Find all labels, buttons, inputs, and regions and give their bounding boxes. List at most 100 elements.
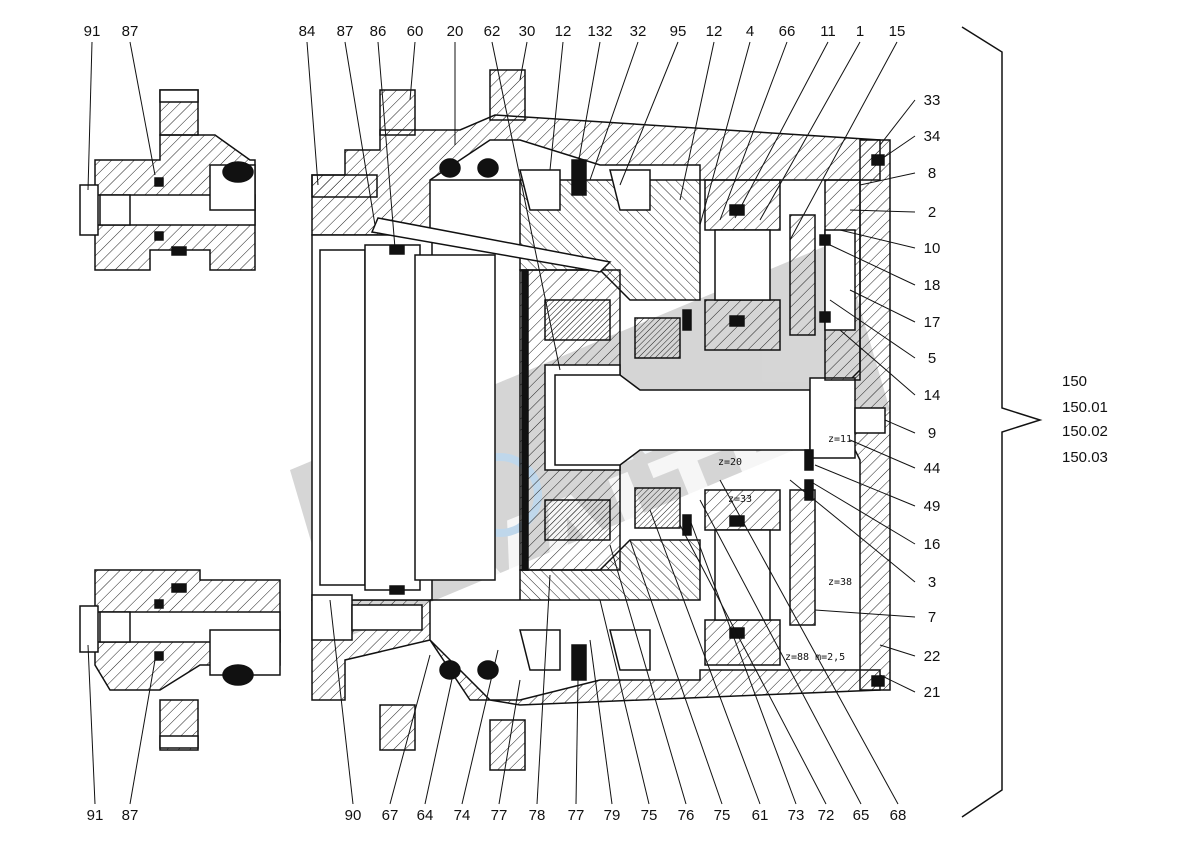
leader-line <box>814 609 916 618</box>
leader-line <box>849 209 916 213</box>
leader-line <box>719 479 899 805</box>
leader-line <box>829 299 916 359</box>
bottom-label-91: 91 <box>87 807 104 824</box>
top-label-11: 11 <box>820 23 836 40</box>
leader-line <box>849 289 916 323</box>
leader-line <box>129 659 156 805</box>
top-label-95: 95 <box>670 23 687 40</box>
bottom-label-90: 90 <box>345 807 362 824</box>
bottom-label-73: 73 <box>788 807 805 824</box>
clutch-pack-upper <box>544 299 681 359</box>
top-label-4: 4 <box>746 23 754 40</box>
top-label-84: 84 <box>299 23 316 40</box>
bottom-label-72: 72 <box>818 807 835 824</box>
top-label-60: 60 <box>407 23 424 40</box>
right-label-22: 22 <box>924 648 941 665</box>
leader-line <box>699 41 751 226</box>
leader-line <box>549 41 564 171</box>
bottom-label-67: 67 <box>382 807 399 824</box>
leader-line <box>814 464 916 507</box>
leader-line <box>839 329 916 396</box>
clutch-pack-lower <box>544 487 681 541</box>
leader-line <box>87 644 96 805</box>
leader-line <box>344 41 376 226</box>
leader-line <box>759 41 861 221</box>
right-label-7: 7 <box>928 609 936 626</box>
bearing-upper <box>519 159 651 211</box>
detail-bottom-left <box>79 569 281 751</box>
top-label-32: 32 <box>630 23 647 40</box>
leader-line <box>629 539 723 805</box>
annotation-z33: z=33 <box>728 494 752 505</box>
right-label-5: 5 <box>928 350 936 367</box>
annotation-z20: z=20 <box>718 457 742 468</box>
assembly-brace <box>961 26 1043 818</box>
bottom-label-76: 76 <box>678 807 695 824</box>
leader-line <box>859 172 916 186</box>
right-label-16: 16 <box>924 536 941 553</box>
leader-line <box>461 649 499 805</box>
right-label-14: 14 <box>924 387 941 404</box>
leader-line <box>879 99 916 146</box>
top-label-86: 86 <box>370 23 387 40</box>
right-label-33: 33 <box>924 92 941 109</box>
top-label-91: 91 <box>84 23 101 40</box>
main-section <box>311 69 891 771</box>
top-label-87: 87 <box>337 23 354 40</box>
leader-line <box>577 41 601 166</box>
bearing-lower <box>519 629 651 681</box>
leader-line <box>129 41 156 176</box>
leader-line <box>789 479 916 583</box>
bottom-label-61: 61 <box>752 807 769 824</box>
variant-label: 150.01 <box>1062 399 1108 416</box>
right-label-2: 2 <box>928 204 936 221</box>
detail-top-left <box>79 89 256 271</box>
top-label-15: 15 <box>889 23 906 40</box>
bottom-label-78: 78 <box>529 807 546 824</box>
right-label-8: 8 <box>928 165 936 182</box>
leader-line <box>789 41 898 241</box>
leader-line <box>589 41 639 181</box>
leader-line <box>329 599 354 805</box>
top-label-62: 62 <box>484 23 501 40</box>
bottom-label-79: 79 <box>604 807 621 824</box>
leader-line <box>734 41 829 219</box>
leader-line <box>879 674 916 693</box>
leader-line <box>377 41 396 249</box>
right-label-3: 3 <box>928 574 936 591</box>
bottom-label-68: 68 <box>890 807 907 824</box>
top-label-87: 87 <box>122 23 139 40</box>
right-label-34: 34 <box>924 128 941 145</box>
bottom-label-65: 65 <box>853 807 870 824</box>
annotation-z11: z=11 <box>828 434 852 445</box>
leader-line <box>599 599 650 805</box>
top-label-20: 20 <box>447 23 464 40</box>
bottom-label-74: 74 <box>454 807 471 824</box>
right-label-44: 44 <box>924 460 941 477</box>
leader-lines <box>87 41 916 805</box>
leader-line <box>679 524 827 805</box>
leader-line <box>699 499 862 805</box>
variant-label: 150.03 <box>1062 449 1108 466</box>
top-label-132: 132 <box>587 23 612 40</box>
top-label-30: 30 <box>519 23 536 40</box>
gear-annotations: z=11 z=20 z=33 z=38 z=88 m=2,5 <box>718 434 852 663</box>
leader-line <box>879 135 916 161</box>
right-label-10: 10 <box>924 240 941 257</box>
right-label-49: 49 <box>924 498 941 515</box>
leader-line <box>649 509 761 805</box>
variant-label: 150 <box>1062 373 1087 390</box>
leader-line <box>491 41 561 371</box>
leader-line <box>807 479 916 545</box>
bottom-label-77: 77 <box>568 807 585 824</box>
leader-line <box>498 679 521 805</box>
bottom-label-75: 75 <box>641 807 658 824</box>
bottom-label-87: 87 <box>122 807 139 824</box>
leader-line <box>619 41 679 186</box>
leader-line <box>839 229 916 249</box>
leader-line <box>424 664 456 805</box>
annotation-z88: z=88 m=2,5 <box>785 652 845 663</box>
bottom-label-77: 77 <box>491 807 508 824</box>
